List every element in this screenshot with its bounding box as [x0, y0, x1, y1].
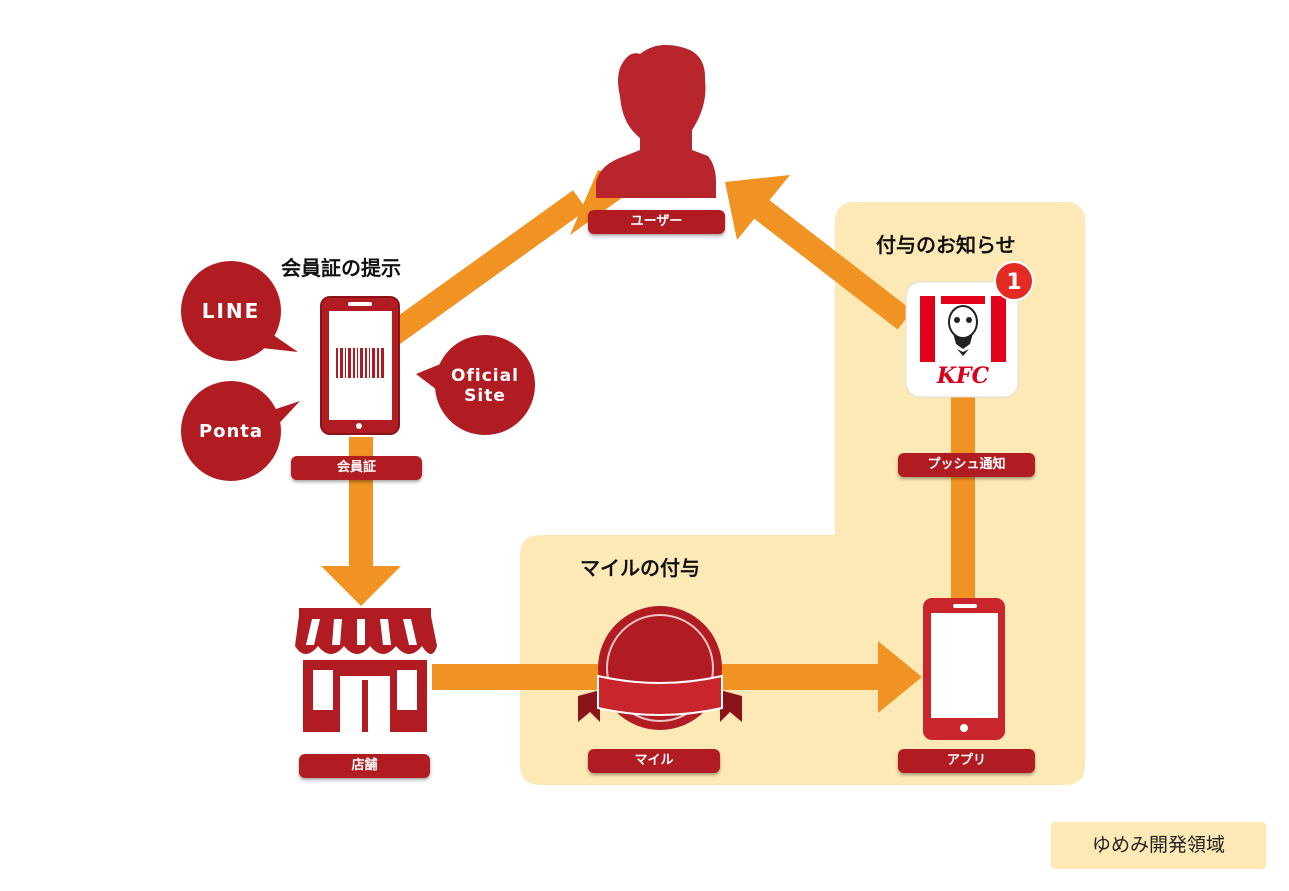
label-app: アプリ	[898, 749, 1035, 773]
notification-badge: 1	[994, 261, 1034, 301]
heading-membership-presentation: 会員証の提示	[281, 256, 401, 280]
arrow-card-to-user	[385, 190, 587, 345]
heading-grant-notification: 付与のお知らせ	[876, 233, 1016, 257]
arrow-kfc-to-user	[752, 198, 913, 330]
store-icon	[295, 608, 437, 732]
heading-mile-grant: マイルの付与	[580, 556, 700, 580]
kfc-app-icon	[905, 281, 1019, 398]
colonel-portrait	[948, 305, 978, 356]
app-phone-icon	[923, 598, 1005, 740]
user-icon	[596, 44, 716, 198]
official-site-label-line2: Site	[464, 386, 506, 406]
arrow-card-to-store-head	[321, 566, 401, 606]
arrow-store-to-app-head	[878, 641, 922, 713]
label-store: 店舗	[299, 754, 430, 778]
line-bubble	[181, 261, 298, 361]
ponta-bubble	[181, 381, 300, 481]
official-site-label-line1: Oficial	[451, 366, 519, 386]
label-user: ユーザー	[588, 210, 725, 234]
credit-label: ゆめみ開発領域	[1051, 822, 1266, 869]
label-push: プッシュ通知	[898, 453, 1035, 477]
ponta-label: Ponta	[198, 421, 264, 442]
label-member-card: 会員証	[291, 456, 422, 480]
arrow-kfc-to-user-head	[725, 175, 790, 240]
barcode-icon	[336, 348, 384, 378]
line-label: LINE	[201, 299, 261, 323]
member-card-phone-icon	[320, 296, 400, 435]
label-mile: マイル	[588, 749, 720, 773]
mile-medal-icon	[578, 606, 742, 730]
official-site-bubble	[416, 335, 535, 435]
kfc-logo-text: KFC	[936, 363, 990, 389]
